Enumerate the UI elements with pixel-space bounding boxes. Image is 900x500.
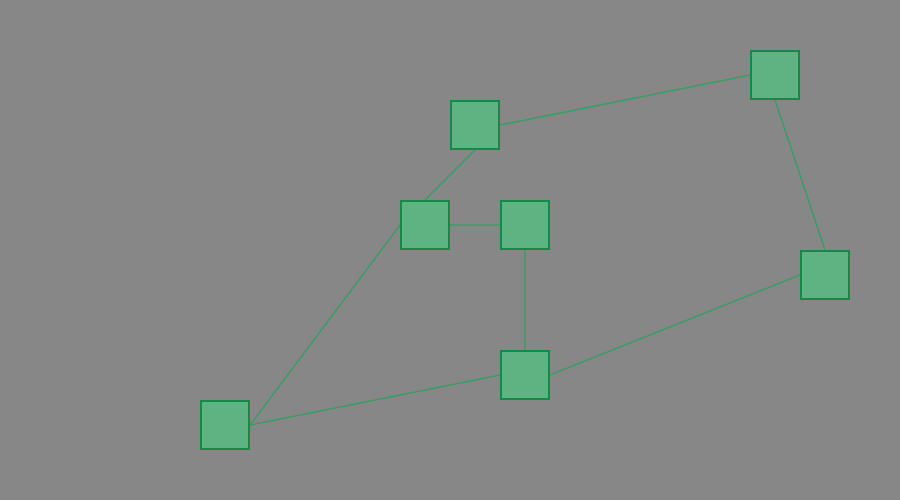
- node-n4[interactable]: [500, 200, 550, 250]
- node-n5[interactable]: [800, 250, 850, 300]
- node-n1[interactable]: [450, 100, 500, 150]
- edge-n5-n6: [549, 274, 801, 376]
- edges-layer: [249, 74, 826, 426]
- edge-n3-n7: [249, 224, 401, 426]
- edge-n7-n6: [249, 374, 501, 426]
- edge-n1-n3: [424, 149, 476, 201]
- edge-n2-n5: [774, 99, 826, 251]
- edge-n1-n2: [499, 74, 751, 126]
- node-n6[interactable]: [500, 350, 550, 400]
- nodes-layer: [200, 50, 850, 450]
- node-n7[interactable]: [200, 400, 250, 450]
- node-n3[interactable]: [400, 200, 450, 250]
- node-n2[interactable]: [750, 50, 800, 100]
